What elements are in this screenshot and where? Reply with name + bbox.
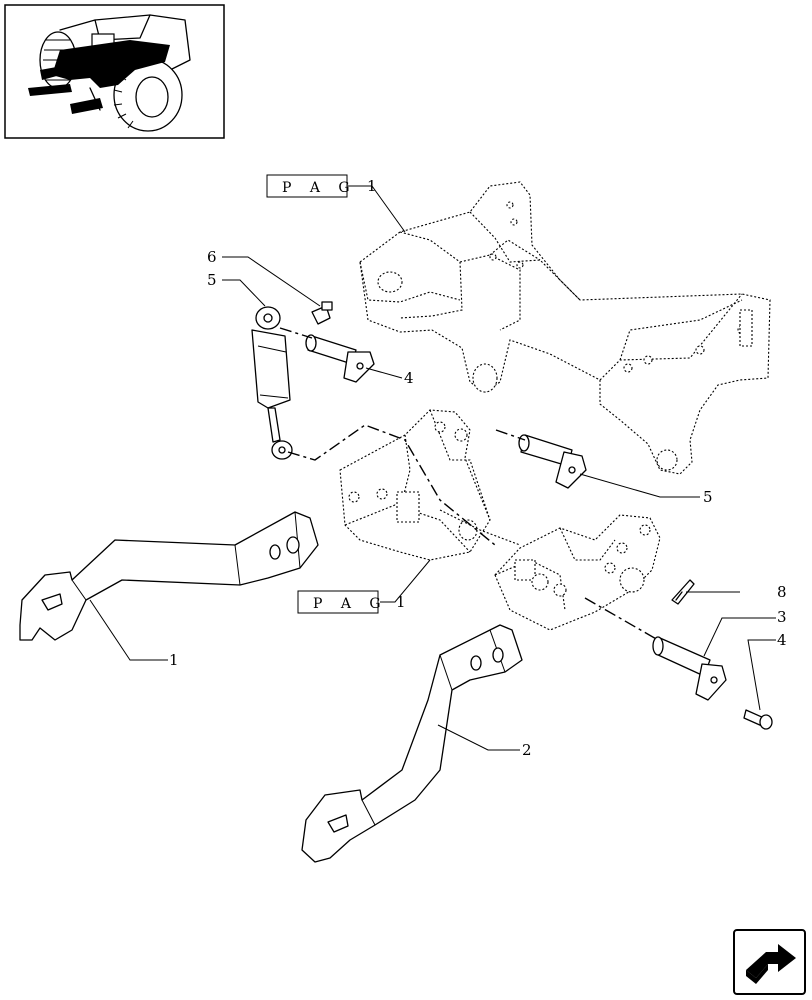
- bolt-4[interactable]: [743, 709, 773, 730]
- svg-text:P A G: P A G: [282, 180, 357, 196]
- svg-text:1: 1: [367, 177, 377, 195]
- callout-labels: 6 5 4 5 1 2 8 3 4: [169, 248, 787, 759]
- next-page-arrow-icon[interactable]: [733, 929, 806, 995]
- grease-nipple[interactable]: [311, 301, 333, 325]
- callout-4: 4: [777, 631, 787, 649]
- callout-3: 3: [777, 608, 787, 626]
- hydraulic-cylinder[interactable]: [251, 306, 293, 460]
- svg-text:P A G: P A G: [313, 596, 388, 612]
- pin-lower[interactable]: [518, 434, 587, 489]
- pin-upper[interactable]: [305, 334, 375, 383]
- hitch-arm-1[interactable]: [19, 511, 319, 641]
- callout-1: 1: [169, 651, 179, 669]
- callout-8: 8: [777, 583, 787, 601]
- clip-pin-8[interactable]: [671, 579, 695, 605]
- hitch-arm-2[interactable]: [301, 624, 523, 863]
- pag-reference-mid[interactable]: P A G 1: [297, 590, 406, 614]
- pin-3[interactable]: [652, 636, 727, 701]
- svg-text:1: 1: [396, 593, 406, 611]
- hitch-bracket-right: [494, 514, 661, 631]
- leader-lines: [89, 185, 776, 751]
- callout-5-lower: 5: [703, 488, 713, 506]
- callout-6: 5: [207, 271, 217, 289]
- callout-7: 6: [207, 248, 217, 266]
- assembly-lines: [279, 327, 659, 641]
- tractor-location-thumbnail[interactable]: [4, 4, 225, 139]
- hitch-bracket-left: [339, 409, 491, 561]
- pag-reference-top[interactable]: P A G 1: [266, 174, 377, 198]
- callout-5-upper: 4: [404, 369, 414, 387]
- front-support-frame: [359, 181, 771, 475]
- callout-2: 2: [522, 741, 532, 759]
